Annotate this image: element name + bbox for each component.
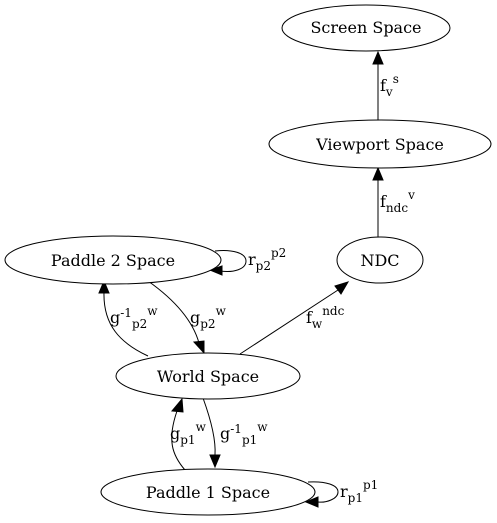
node-viewport-space-label: Viewport Space [315,135,444,154]
edge-label-paddle1-to-world: gp1w [170,420,207,447]
edge-paddle2-to-world [147,280,205,355]
edge-viewport-to-screen [372,50,384,128]
edge-label-ndc-to-viewport: fndcv [380,188,415,215]
node-ndc: NDC [336,236,424,284]
node-paddle-2-space: Paddle 2 Space [4,235,222,285]
node-screen-space-label: Screen Space [310,18,421,37]
edge-label-paddle1-self-loop: rp1p1 [340,478,378,505]
edge-label-world-to-ndc: fwndc [306,304,345,331]
node-ndc-label: NDC [360,251,399,270]
node-world-space: World Space [115,352,301,400]
node-paddle-1-space: Paddle 1 Space [100,468,316,516]
edge-label-paddle2-self-loop: rp2p2 [248,246,286,273]
node-paddle-1-space-label: Paddle 1 Space [146,483,270,502]
edge-world-to-ndc [239,281,350,355]
node-paddle-2-space-label: Paddle 2 Space [51,251,175,270]
edge-label-paddle2-to-world: gp2w [190,304,227,331]
edge-label-world-to-paddle1: g-1p1w [220,420,268,447]
edge-label-viewport-to-screen: fvs [380,72,399,99]
edge-ndc-to-viewport [372,166,384,238]
edge-paddle1-self-loop [304,481,339,508]
node-world-space-label: World Space [157,367,259,386]
node-viewport-space: Viewport Space [268,119,492,169]
edge-paddle1-to-world [171,397,186,471]
node-screen-space: Screen Space [281,4,451,52]
edge-world-to-paddle1 [202,397,221,469]
edge-world-to-paddle2 [98,279,149,357]
edge-label-world-to-paddle2: g-1p2w [110,304,158,331]
